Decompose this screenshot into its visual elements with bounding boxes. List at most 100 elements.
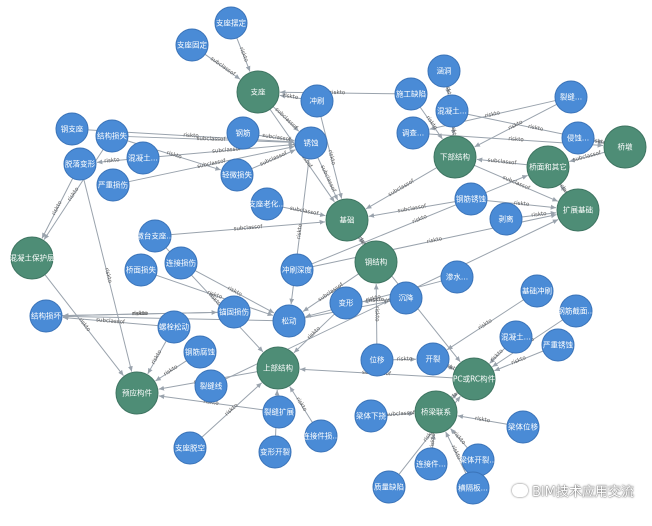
- entity-node[interactable]: 裂缝扩展: [262, 395, 296, 429]
- node-circle[interactable]: [354, 240, 398, 284]
- concept-node[interactable]: 混凝土保护层: [10, 236, 55, 280]
- entity-node[interactable]: 钢筋腐蚀: [183, 335, 217, 369]
- node-circle[interactable]: [294, 126, 328, 160]
- node-circle[interactable]: [183, 335, 217, 369]
- entity-node[interactable]: 冲刷深度: [280, 253, 314, 287]
- node-circle[interactable]: [454, 182, 488, 216]
- entity-node[interactable]: 涵洞: [427, 54, 461, 88]
- entity-node[interactable]: 松动: [272, 304, 306, 338]
- node-circle[interactable]: [435, 94, 469, 128]
- node-circle[interactable]: [96, 168, 130, 202]
- concept-node[interactable]: PC或RC构件: [452, 357, 496, 401]
- node-circle[interactable]: [456, 471, 490, 505]
- entity-node[interactable]: 钢筋截面...: [557, 294, 595, 328]
- node-circle[interactable]: [561, 121, 595, 155]
- entity-node[interactable]: 严重锈蚀: [541, 328, 575, 362]
- node-circle[interactable]: [262, 395, 296, 429]
- node-circle[interactable]: [226, 116, 260, 150]
- entity-node[interactable]: 钢筋锈蚀: [454, 182, 488, 216]
- concept-node[interactable]: 上部结构: [256, 346, 300, 390]
- concept-node[interactable]: 支座: [236, 70, 280, 114]
- node-circle[interactable]: [433, 135, 477, 179]
- node-circle[interactable]: [236, 70, 280, 114]
- node-circle[interactable]: [360, 343, 394, 377]
- entity-node[interactable]: 渗水...: [440, 260, 474, 294]
- entity-node[interactable]: 支座固定: [175, 28, 209, 62]
- node-circle[interactable]: [414, 390, 458, 434]
- node-circle[interactable]: [217, 295, 251, 329]
- entity-node[interactable]: 锚固损伤: [217, 295, 251, 329]
- entity-node[interactable]: 混凝土...: [499, 320, 533, 354]
- entity-node[interactable]: 锈蚀: [294, 126, 328, 160]
- entity-node[interactable]: 严重损伤: [96, 168, 130, 202]
- node-circle[interactable]: [559, 294, 593, 328]
- entity-node[interactable]: 横隔板...: [456, 471, 490, 505]
- node-circle[interactable]: [325, 198, 369, 242]
- node-circle[interactable]: [354, 399, 388, 433]
- entity-node[interactable]: 脱落变形: [63, 147, 97, 181]
- entity-node[interactable]: 轻微损失: [220, 158, 254, 192]
- node-circle[interactable]: [541, 328, 575, 362]
- node-circle[interactable]: [520, 274, 554, 308]
- node-circle[interactable]: [452, 357, 496, 401]
- node-circle[interactable]: [157, 310, 191, 344]
- node-circle[interactable]: [256, 346, 300, 390]
- entity-node[interactable]: 混凝土...: [126, 141, 160, 175]
- entity-node[interactable]: 施工缺陷: [394, 77, 428, 111]
- node-circle[interactable]: [372, 470, 406, 504]
- entity-node[interactable]: 冲刷: [300, 84, 334, 118]
- entity-node[interactable]: 开裂: [416, 342, 450, 376]
- node-circle[interactable]: [394, 77, 428, 111]
- entity-node[interactable]: 沉降: [389, 281, 423, 315]
- node-circle[interactable]: [556, 188, 600, 232]
- concept-node[interactable]: 桥墩: [603, 125, 647, 169]
- node-circle[interactable]: [173, 431, 207, 465]
- entity-node[interactable]: 结构损失: [95, 119, 129, 153]
- node-circle[interactable]: [175, 28, 209, 62]
- node-circle[interactable]: [164, 246, 198, 280]
- node-circle[interactable]: [440, 260, 474, 294]
- node-circle[interactable]: [416, 342, 450, 376]
- node-circle[interactable]: [300, 84, 334, 118]
- entity-node[interactable]: 连接件...: [414, 447, 448, 481]
- node-circle[interactable]: [506, 410, 540, 444]
- concept-node[interactable]: 预应构件: [115, 371, 159, 415]
- node-circle[interactable]: [603, 125, 647, 169]
- node-circle[interactable]: [396, 116, 430, 150]
- concept-node[interactable]: 下部结构: [433, 135, 477, 179]
- entity-node[interactable]: 结构损坏: [29, 299, 63, 333]
- entity-node[interactable]: 连接损伤: [164, 246, 198, 280]
- concept-node[interactable]: 钢结构: [354, 240, 398, 284]
- entity-node[interactable]: 钢筋: [226, 116, 260, 150]
- entity-node[interactable]: 调查...: [396, 116, 430, 150]
- entity-node[interactable]: 变形: [329, 286, 363, 320]
- node-circle[interactable]: [499, 320, 533, 354]
- node-circle[interactable]: [220, 158, 254, 192]
- node-circle[interactable]: [526, 145, 570, 189]
- entity-node[interactable]: 连接件损...: [302, 419, 340, 453]
- entity-node[interactable]: 梁体位移: [506, 410, 540, 444]
- node-circle[interactable]: [55, 112, 89, 146]
- concept-node[interactable]: 桥面和其它: [526, 145, 570, 189]
- node-circle[interactable]: [63, 147, 97, 181]
- concept-node[interactable]: 基础: [325, 198, 369, 242]
- node-circle[interactable]: [29, 299, 63, 333]
- node-circle[interactable]: [115, 371, 159, 415]
- node-circle[interactable]: [194, 369, 228, 403]
- node-circle[interactable]: [554, 80, 588, 114]
- concept-node[interactable]: 扩展基础: [556, 188, 600, 232]
- node-circle[interactable]: [389, 281, 423, 315]
- node-circle[interactable]: [258, 435, 292, 469]
- node-circle[interactable]: [250, 187, 284, 221]
- entity-node[interactable]: 裂缝...: [554, 80, 588, 114]
- node-circle[interactable]: [214, 6, 248, 40]
- entity-node[interactable]: 剥离: [489, 202, 523, 236]
- entity-node[interactable]: 变形开裂: [258, 435, 292, 469]
- node-circle[interactable]: [95, 119, 129, 153]
- entity-node[interactable]: 桥面损失: [124, 253, 158, 287]
- node-circle[interactable]: [414, 447, 448, 481]
- entity-node[interactable]: 基础冲刷: [520, 274, 554, 308]
- node-circle[interactable]: [304, 419, 338, 453]
- entity-node[interactable]: 裂缝线: [194, 369, 228, 403]
- entity-node[interactable]: 支座摆定: [214, 6, 248, 40]
